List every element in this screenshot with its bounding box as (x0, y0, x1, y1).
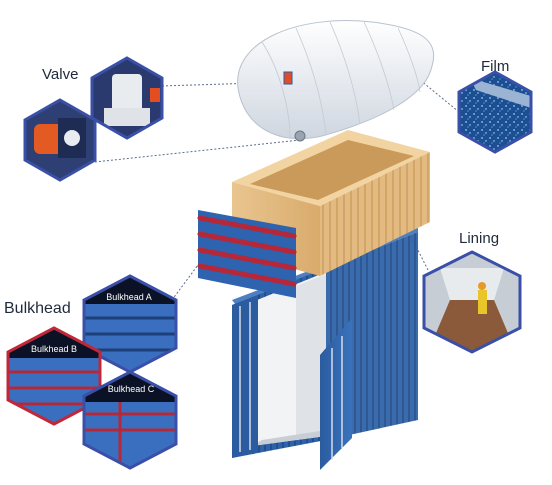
bulkhead-beam-1 (197, 215, 297, 239)
label-bulkhead-c: Bulkhead C (107, 384, 155, 394)
shipping-container (232, 226, 418, 470)
container-floor (252, 430, 326, 446)
bag-body (237, 20, 435, 140)
bag-seam-3 (329, 21, 361, 125)
hex-film (457, 70, 533, 154)
hex-lining (422, 250, 522, 354)
carton-side (320, 152, 430, 276)
leader-valve-bottom (94, 139, 301, 163)
hex-valve-fitting (23, 98, 97, 182)
bag-seam-4 (363, 21, 395, 111)
label-bulkhead: Bulkhead (4, 300, 71, 317)
label-valve: Valve (42, 66, 79, 83)
bag-seam-2 (295, 27, 327, 135)
bulkhead-beam-3 (197, 247, 297, 271)
bag-seam-1 (261, 41, 291, 139)
label-film: Film (481, 58, 510, 75)
container-inner-liner (296, 274, 326, 440)
container-left-door (232, 295, 258, 458)
leader-film (419, 79, 460, 113)
hex-valve-closeup (90, 56, 164, 140)
label-bulkhead-a: Bulkhead A (106, 292, 152, 302)
bulkhead-beam-4 (197, 263, 297, 287)
leader-bulkhead (171, 264, 199, 301)
hex-bulkhead-c (82, 370, 178, 470)
bag-valve-port-icon (294, 130, 306, 142)
bag-top-fitting-icon (283, 71, 293, 85)
bulkhead-beam-2 (197, 231, 297, 255)
flexi-bag (237, 20, 435, 142)
label-lining: Lining (459, 230, 500, 247)
bag-seam-5 (397, 27, 421, 93)
carton-inner (250, 140, 414, 200)
container-right-door (320, 318, 352, 470)
label-bulkhead-b: Bulkhead B (30, 344, 78, 354)
bulkhead-panel (197, 210, 297, 298)
